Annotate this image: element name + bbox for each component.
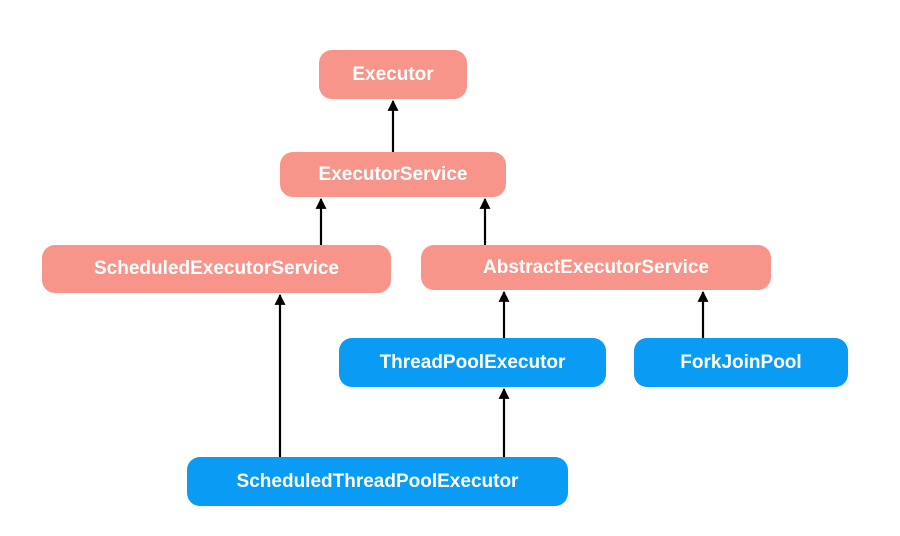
node-abstract-executor-service-label: AbstractExecutorService [483,256,709,278]
node-executor: Executor [319,50,467,99]
node-scheduled-executor-service: ScheduledExecutorService [42,245,391,293]
node-scheduled-thread-pool-executor: ScheduledThreadPoolExecutor [187,457,568,506]
node-thread-pool-executor: ThreadPoolExecutor [339,338,606,387]
node-fork-join-pool-label: ForkJoinPool [680,351,802,373]
node-scheduled-executor-service-label: ScheduledExecutorService [94,258,339,279]
node-executor-service: ExecutorService [280,152,506,197]
node-fork-join-pool: ForkJoinPool [634,338,848,387]
node-executor-label: Executor [352,63,434,85]
node-executor-service-label: ExecutorService [318,163,468,185]
node-abstract-executor-service: AbstractExecutorService [421,245,771,290]
node-scheduled-thread-pool-executor-label: ScheduledThreadPoolExecutor [236,470,519,492]
node-thread-pool-executor-label: ThreadPoolExecutor [379,351,566,373]
